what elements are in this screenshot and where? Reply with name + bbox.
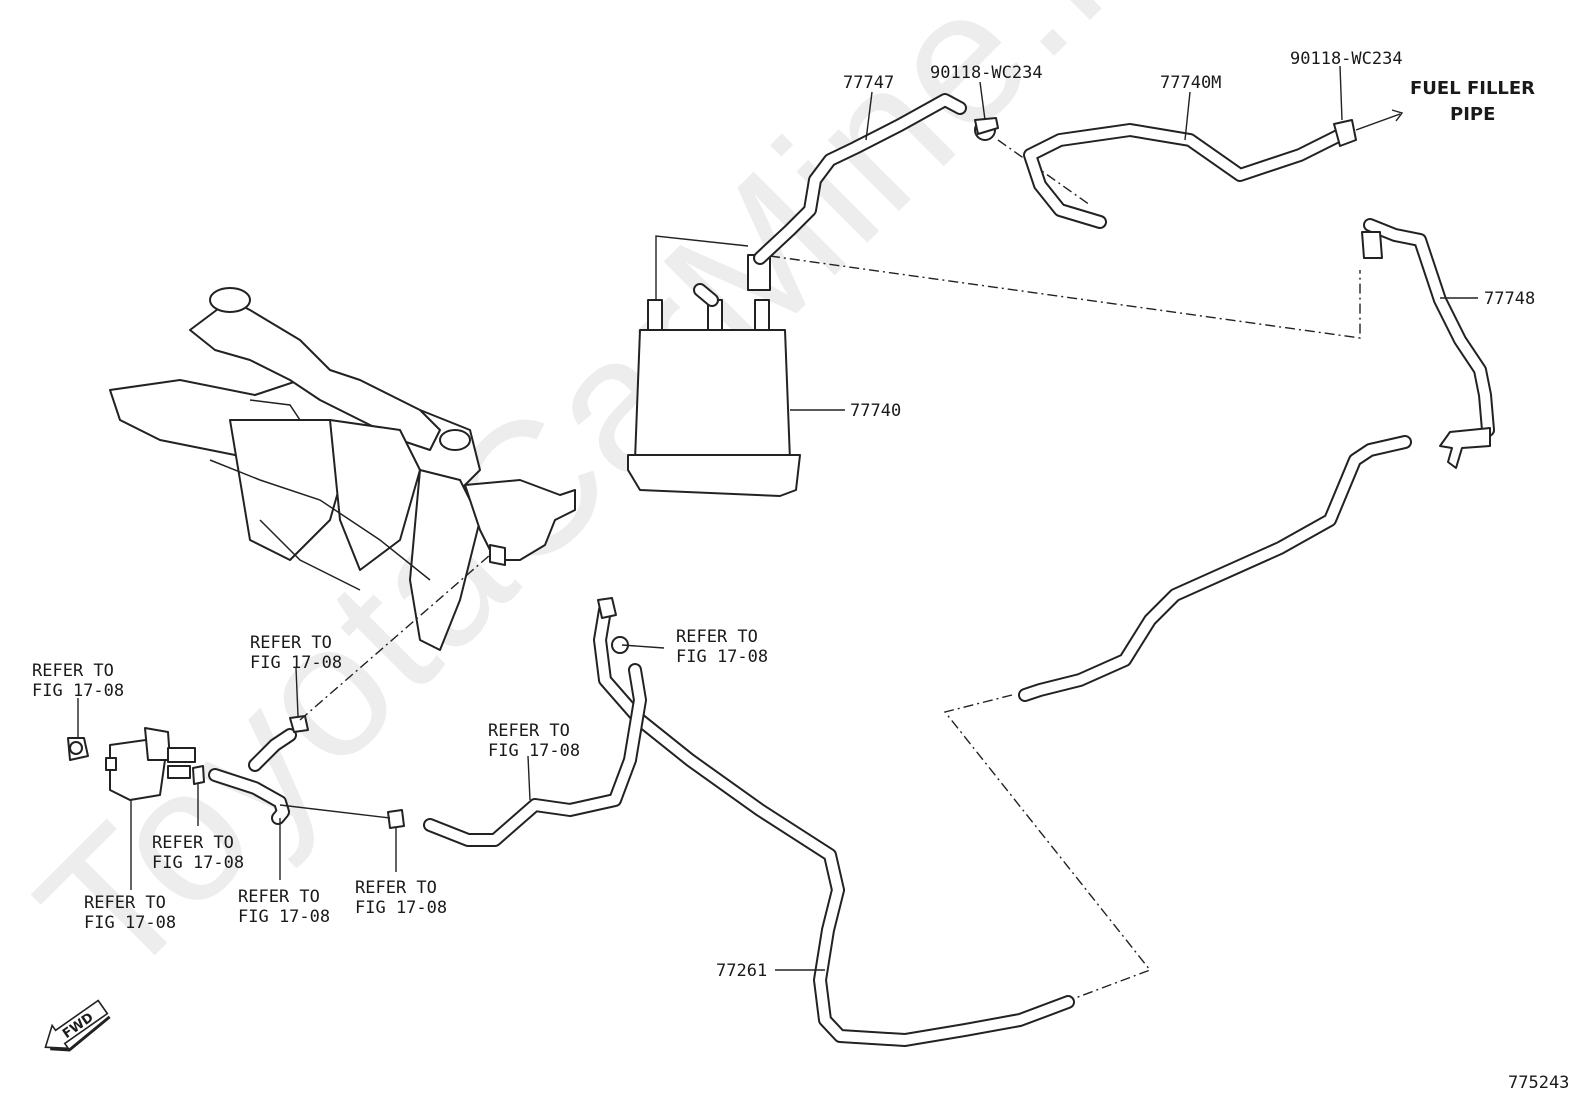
- svg-text:FIG 17-08: FIG 17-08: [238, 907, 330, 927]
- svg-text:REFER TO: REFER TO: [238, 887, 320, 907]
- label-fuel-filler-line2: PIPE: [1450, 104, 1495, 125]
- svg-text:FIG 17-08: FIG 17-08: [250, 653, 342, 673]
- refer-label-7: REFER TO FIG 17-08: [238, 887, 330, 927]
- svg-text:FIG 17-08: FIG 17-08: [32, 681, 124, 701]
- clamp-90118-b: [1333, 109, 1404, 147]
- vsv-valve: [67, 727, 196, 801]
- clamp-90118-a: [974, 117, 999, 141]
- refer-label-1: REFER TO FIG 17-08: [32, 661, 124, 701]
- charcoal-canister: [627, 254, 801, 497]
- label-77261: 77261: [716, 961, 767, 981]
- figure-id: 775243: [1508, 1073, 1569, 1093]
- hose-77261: [593, 597, 1075, 1047]
- refer-label-3: REFER TO FIG 17-08: [676, 627, 768, 667]
- fwd-arrow-icon: FWD: [44, 999, 111, 1052]
- label-90118-b: 90118-WC234: [1290, 49, 1403, 69]
- refer-label-8: REFER TO FIG 17-08: [355, 878, 447, 918]
- svg-text:REFER TO: REFER TO: [84, 893, 166, 913]
- svg-text:FIG 17-08: FIG 17-08: [152, 853, 244, 873]
- svg-text:FIG 17-08: FIG 17-08: [84, 913, 176, 933]
- refer-label-5: REFER TO FIG 17-08: [152, 833, 244, 873]
- svg-text:FIG 17-08: FIG 17-08: [488, 741, 580, 761]
- label-77747: 77747: [843, 73, 894, 93]
- svg-text:FIG 17-08: FIG 17-08: [676, 647, 768, 667]
- refer-label-6: REFER TO FIG 17-08: [84, 893, 176, 933]
- intake-manifold: [109, 287, 576, 651]
- label-fuel-filler-line1: FUEL FILLER: [1410, 78, 1535, 99]
- svg-text:FIG 17-08: FIG 17-08: [355, 898, 447, 918]
- svg-text:REFER TO: REFER TO: [32, 661, 114, 681]
- svg-text:REFER TO: REFER TO: [355, 878, 437, 898]
- svg-text:REFER TO: REFER TO: [250, 633, 332, 653]
- hose-middle: [423, 663, 647, 847]
- refer-label-4: REFER TO FIG 17-08: [488, 721, 580, 761]
- hose-77747: [753, 93, 967, 265]
- svg-text:REFER TO: REFER TO: [488, 721, 570, 741]
- svg-text:REFER TO: REFER TO: [152, 833, 234, 853]
- refer-label-2: REFER TO FIG 17-08: [250, 633, 342, 673]
- hose-77740m: [1023, 123, 1347, 229]
- hose-lower-left: [192, 715, 405, 829]
- hose-77748: [1361, 218, 1495, 469]
- label-77740: 77740: [850, 401, 901, 421]
- label-77748: 77748: [1484, 289, 1535, 309]
- label-77740m: 77740M: [1160, 73, 1221, 93]
- fuel-vapor-pipe: [1018, 435, 1412, 702]
- svg-text:REFER TO: REFER TO: [676, 627, 758, 647]
- label-90118-a: 90118-WC234: [930, 63, 1043, 83]
